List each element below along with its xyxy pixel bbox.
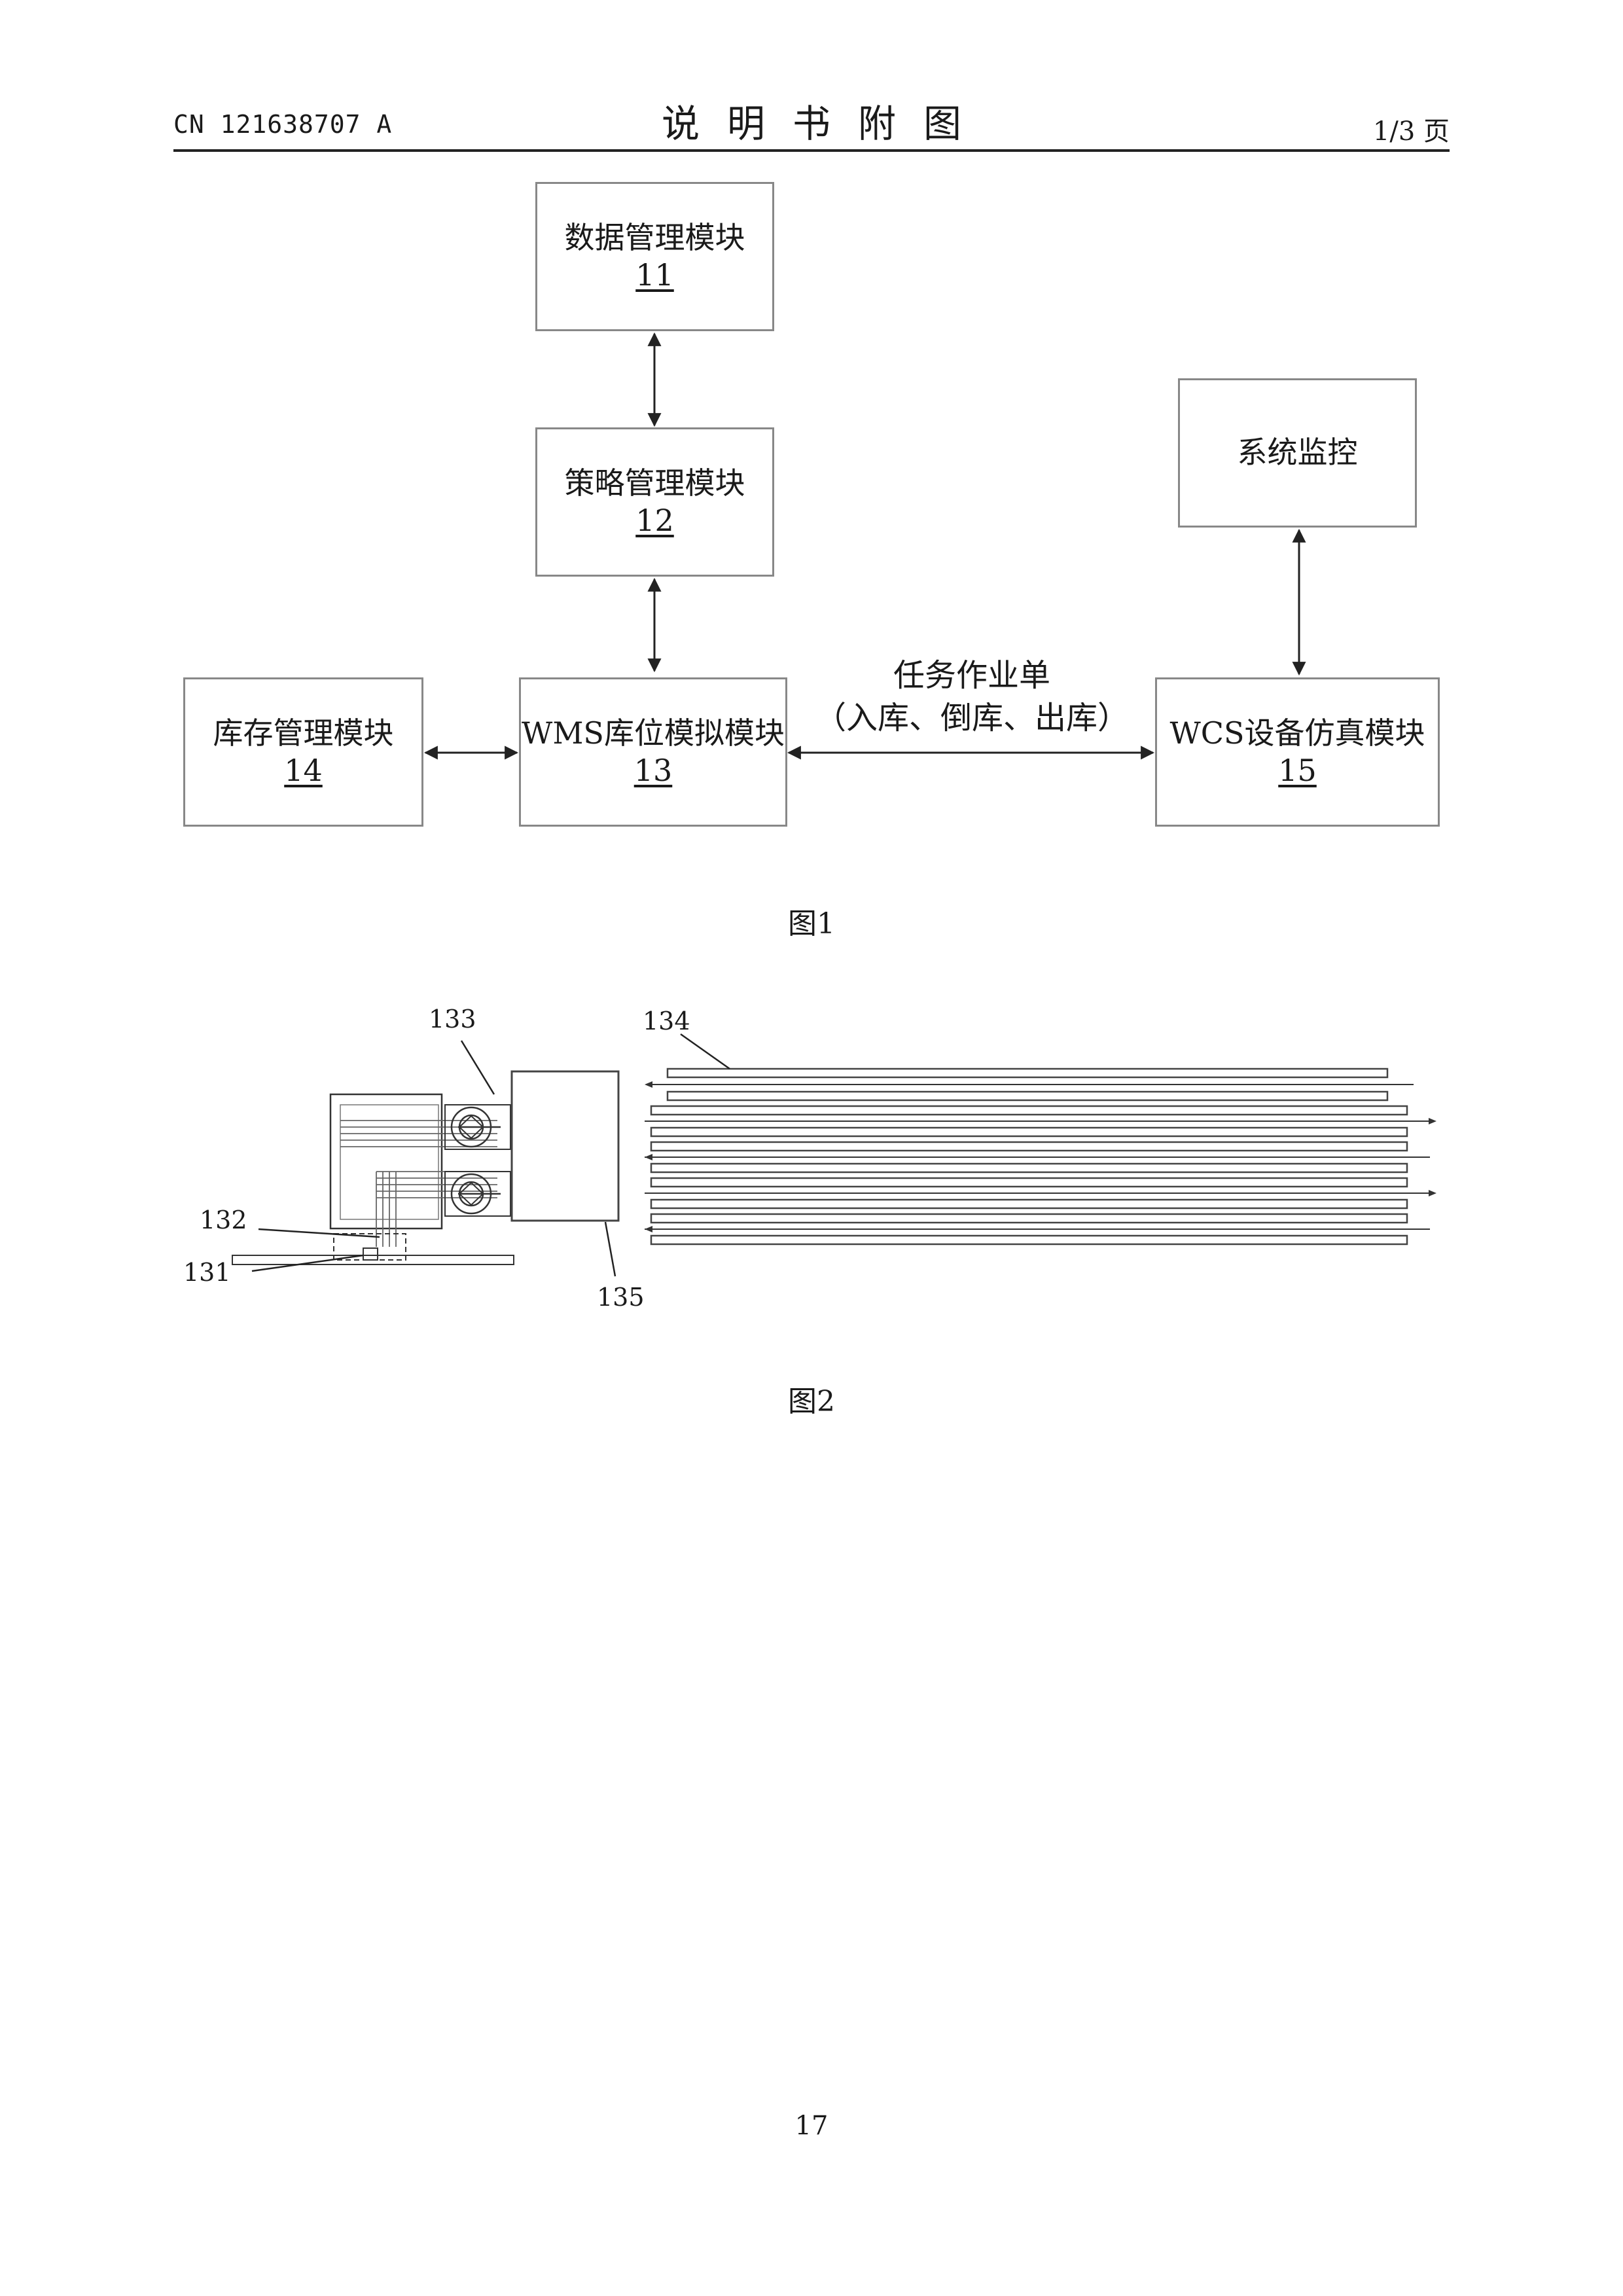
label-135: 135 <box>597 1283 645 1312</box>
left-rack-frame <box>330 1094 442 1229</box>
label-134: 134 <box>643 1007 690 1035</box>
page-number: 17 <box>0 2111 1623 2141</box>
label-131: 131 <box>183 1258 231 1287</box>
central-block-135 <box>512 1071 618 1221</box>
small-block <box>363 1248 378 1260</box>
figure2-caption: 图2 <box>713 1378 910 1420</box>
leader-lines <box>252 1034 730 1276</box>
label-133: 133 <box>429 1005 476 1033</box>
label-132: 132 <box>200 1206 247 1234</box>
